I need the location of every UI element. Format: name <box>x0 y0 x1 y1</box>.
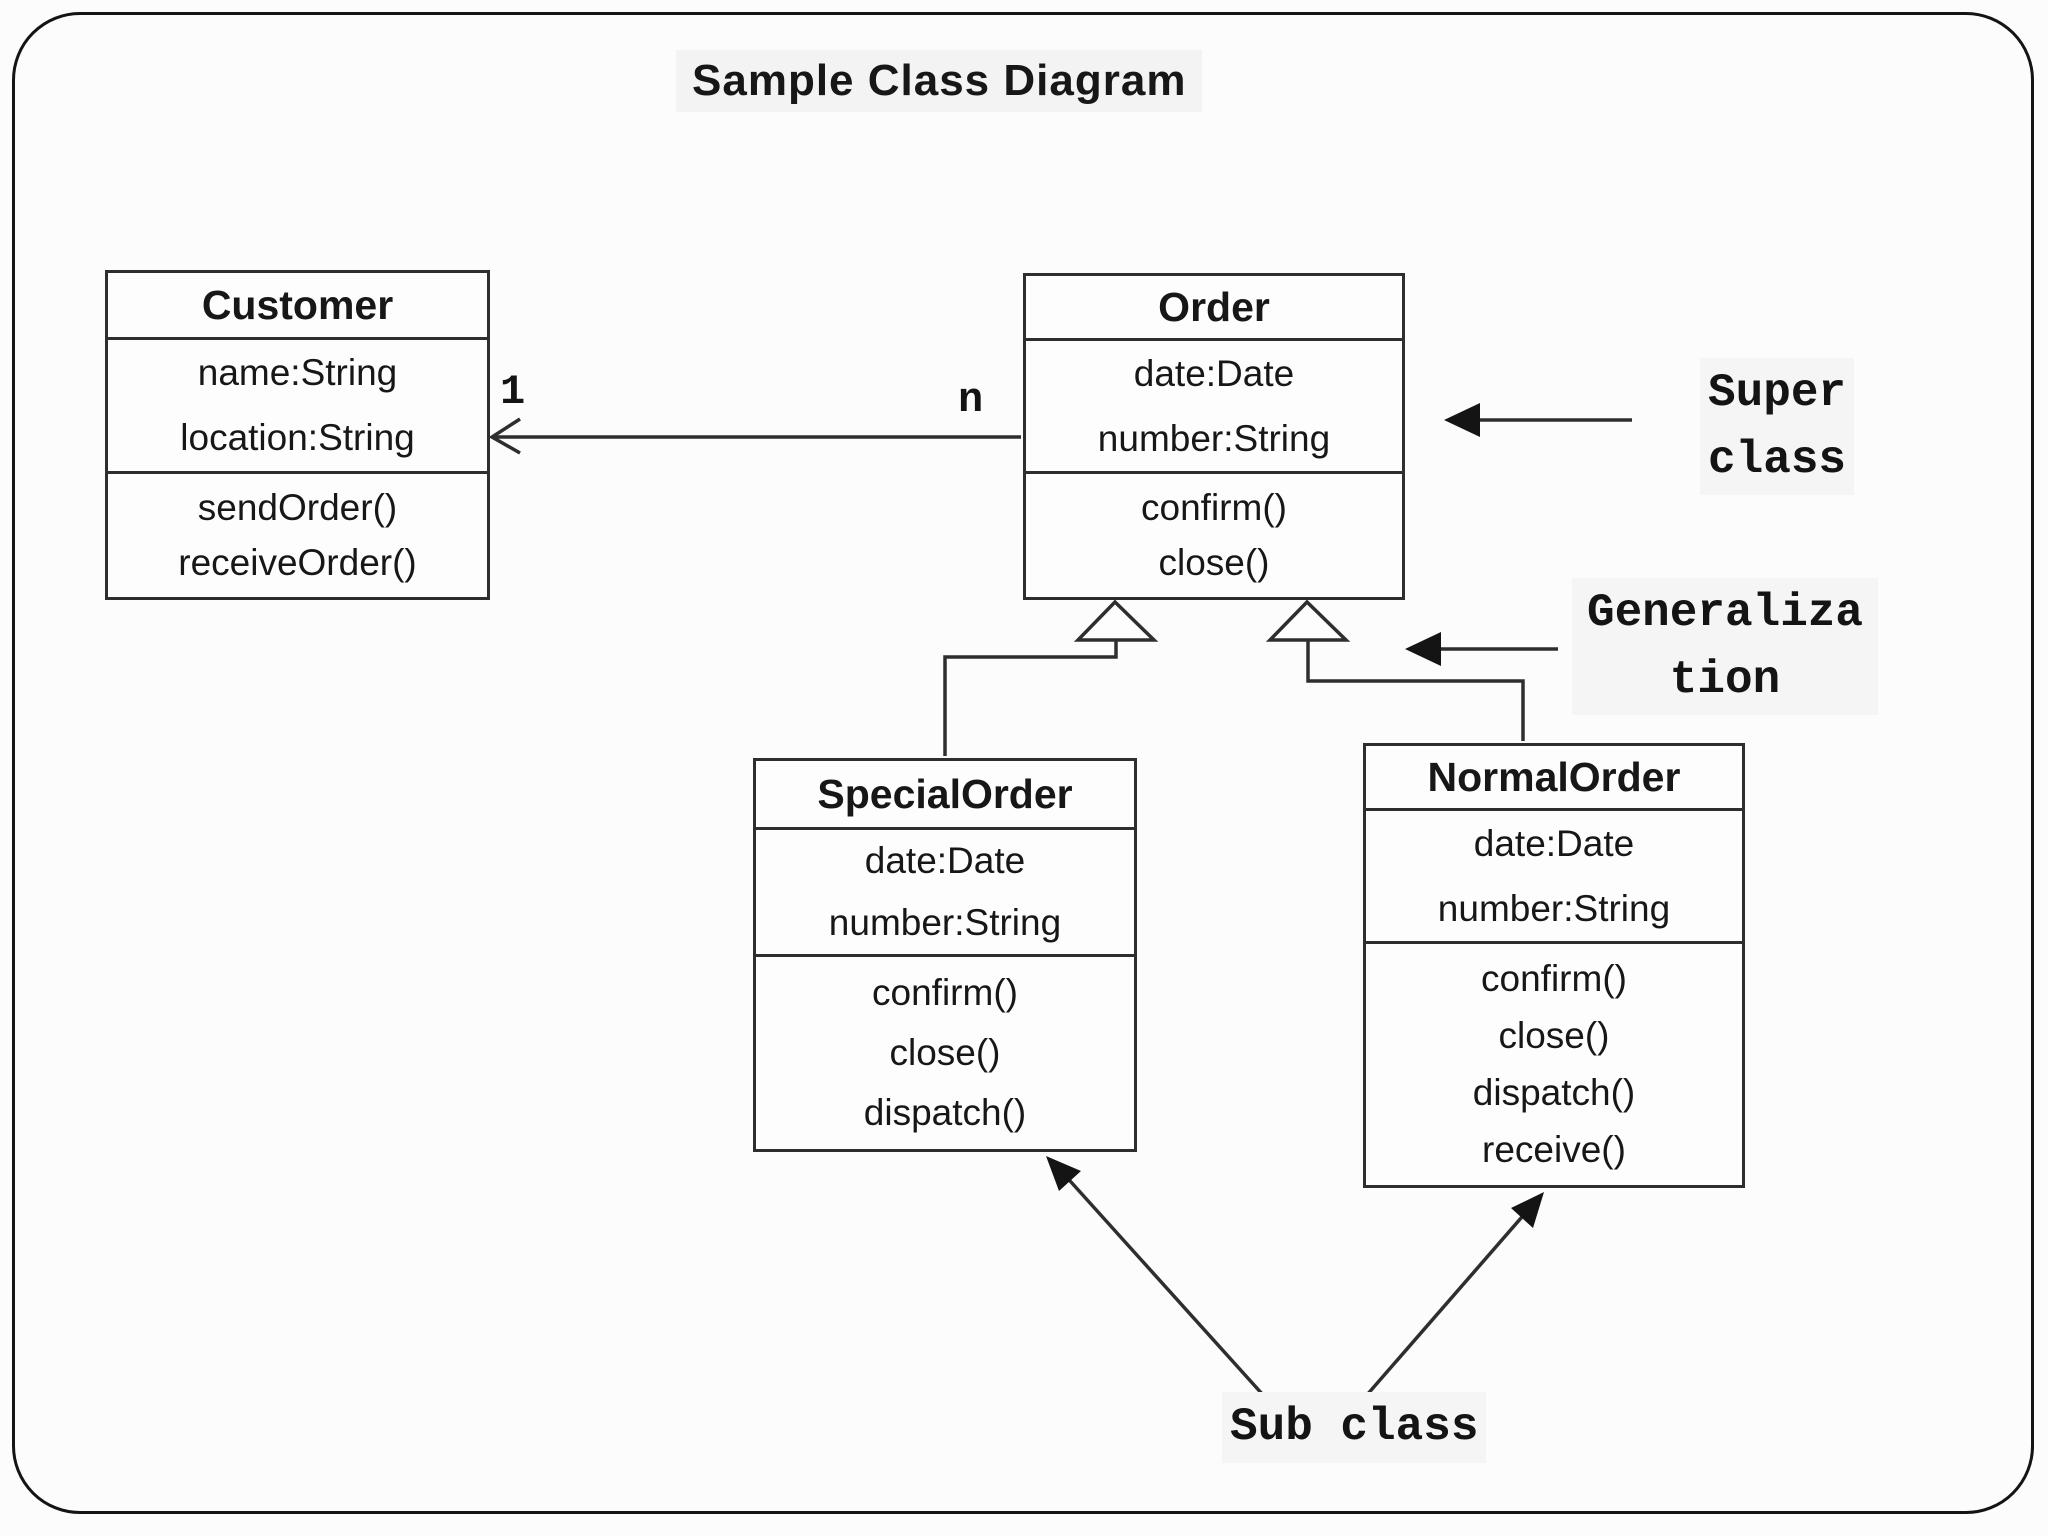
page-border <box>12 12 2034 1514</box>
generalization-triangle-right-icon <box>1265 599 1351 642</box>
multiplicity-order: n <box>958 376 984 424</box>
methods-section-specialorder: confirm() close() dispatch() <box>756 957 1134 1149</box>
attribute: date:Date <box>864 840 1026 881</box>
generalization-label-line1: Generaliza <box>1586 587 1864 639</box>
class-name-specialorder: SpecialOrder <box>756 761 1134 830</box>
attribute: number:String <box>828 902 1062 943</box>
attribute: date:Date <box>1473 822 1635 864</box>
attributes-section-customer: name:String location:String <box>108 340 487 474</box>
class-box-customer: Customer name:String location:String sen… <box>105 270 490 600</box>
super-class-label-line2: class <box>1708 433 1847 486</box>
attribute: date:Date <box>1133 352 1295 394</box>
attributes-section-specialorder: date:Date number:String <box>756 830 1134 957</box>
class-name-normalorder: NormalOrder <box>1366 746 1742 811</box>
diagram-title: Sample Class Diagram <box>676 50 1203 112</box>
method: dispatch() <box>863 1092 1027 1133</box>
methods-section-customer: sendOrder() receiveOrder() <box>108 474 487 597</box>
attributes-section-normalorder: date:Date number:String <box>1366 811 1742 944</box>
method: close() <box>1498 1014 1610 1056</box>
methods-section-normalorder: confirm() close() dispatch() receive() <box>1366 944 1742 1185</box>
method: confirm() <box>1141 486 1287 528</box>
generalization-arrowhead-icon <box>1405 632 1441 666</box>
method: receive() <box>1482 1129 1626 1171</box>
class-name-order: Order <box>1026 276 1402 341</box>
super-class-arrowhead-icon <box>1444 403 1480 437</box>
generalization-label-line2: tion <box>1669 653 1781 706</box>
generalization-stem-specialorder <box>943 640 1118 756</box>
method: confirm() <box>1481 957 1627 999</box>
attribute: location:String <box>180 417 415 459</box>
method: close() <box>1158 542 1270 584</box>
method: close() <box>889 1032 1001 1073</box>
generalization-stem-normalorder <box>1306 640 1525 741</box>
super-class-label: Super class <box>1700 358 1855 496</box>
multiplicity-customer: 1 <box>500 368 526 416</box>
sub-class-label: Sub class <box>1222 1392 1487 1463</box>
attribute: number:String <box>1097 417 1331 459</box>
sub-class-callout-line-right <box>1364 1208 1530 1398</box>
sub-class-callout-line-left <box>1060 1170 1266 1398</box>
attributes-section-order: date:Date number:String <box>1026 341 1402 474</box>
super-class-label-line1: Super <box>1708 367 1847 419</box>
method: receiveOrder() <box>178 542 417 584</box>
method: dispatch() <box>1472 1072 1636 1114</box>
method: sendOrder() <box>197 486 398 528</box>
sub-class-arrowhead-left-icon <box>1046 1156 1081 1191</box>
association-arrowhead-icon <box>488 417 521 455</box>
method: confirm() <box>872 972 1018 1013</box>
class-box-order: Order date:Date number:String confirm() … <box>1023 273 1405 600</box>
generalization-triangle-left-icon <box>1073 599 1159 642</box>
class-name-customer: Customer <box>108 273 487 340</box>
attribute: number:String <box>1437 887 1671 929</box>
attribute: name:String <box>197 351 398 393</box>
sub-class-arrowhead-right-icon <box>1511 1192 1544 1228</box>
methods-section-order: confirm() close() <box>1026 474 1402 597</box>
class-box-specialorder: SpecialOrder date:Date number:String con… <box>753 758 1137 1152</box>
generalization-label: Generaliza tion <box>1572 578 1878 716</box>
class-box-normalorder: NormalOrder date:Date number:String conf… <box>1363 743 1745 1188</box>
